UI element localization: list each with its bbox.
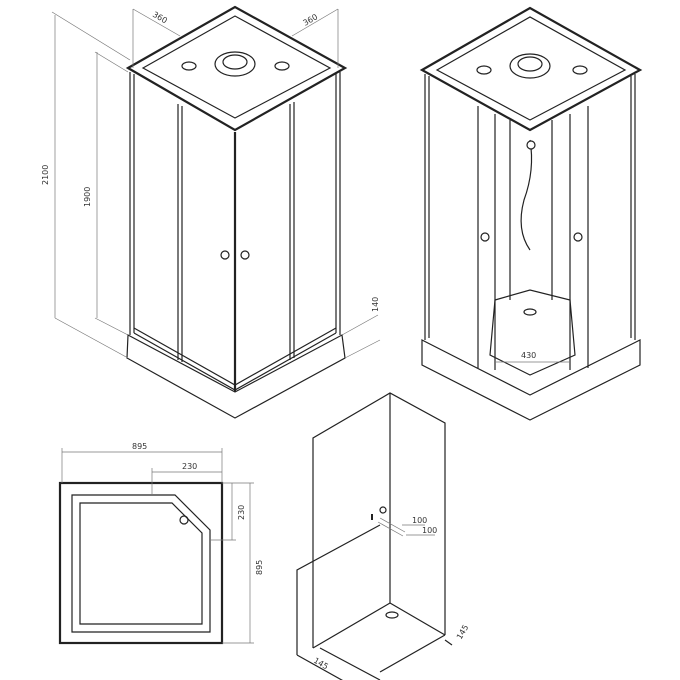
dim-140: 140 bbox=[371, 297, 380, 312]
roof-outline bbox=[125, 5, 348, 132]
speaker-icon bbox=[274, 61, 290, 71]
shower-tray bbox=[421, 339, 641, 421]
tray-outline bbox=[58, 481, 224, 645]
drain-icon bbox=[385, 611, 399, 619]
door-handle-left bbox=[480, 232, 490, 242]
dim-2100: 2100 bbox=[41, 165, 50, 185]
tray-floor bbox=[489, 289, 576, 376]
dim-430: 430 bbox=[521, 351, 536, 360]
dim-100-b: 100 bbox=[422, 526, 437, 535]
door-handle-right bbox=[573, 232, 583, 242]
installation-view: 100 100 145 145 bbox=[296, 392, 470, 680]
dim-230-right: 230 bbox=[237, 505, 246, 520]
dim-895-top: 895 bbox=[132, 442, 147, 451]
dim-100-a: 100 bbox=[412, 516, 427, 525]
shower-hose bbox=[520, 139, 533, 251]
door-handle-left bbox=[220, 250, 230, 260]
shower-head-icon bbox=[526, 140, 536, 150]
tray-plan-view: 895 230 230 895 bbox=[58, 442, 264, 645]
dim-145-right: 145 bbox=[455, 623, 470, 641]
speaker-icon bbox=[476, 65, 492, 75]
speaker-icon bbox=[181, 61, 197, 71]
dim-145-left: 145 bbox=[312, 656, 330, 671]
tray-basin bbox=[79, 502, 203, 625]
dim-360-left: 360 bbox=[151, 10, 169, 25]
roof-inner bbox=[141, 15, 332, 119]
dim-230-top: 230 bbox=[182, 462, 197, 471]
rain-shower-icon bbox=[214, 51, 256, 77]
cabin-open-view: 430 bbox=[419, 6, 643, 421]
water-outlet-icon bbox=[379, 506, 387, 514]
roof-outline bbox=[419, 6, 643, 132]
dim-895-right: 895 bbox=[255, 560, 264, 575]
drain-icon bbox=[523, 308, 537, 316]
door-handle-right bbox=[240, 250, 250, 260]
drain-icon bbox=[179, 515, 189, 525]
mixer-outlet-icon bbox=[371, 514, 373, 520]
rain-shower-icon bbox=[509, 53, 551, 79]
speaker-icon bbox=[572, 65, 588, 75]
dim-1900: 1900 bbox=[83, 187, 92, 207]
cabin-closed-view: 2100 1900 360 360 140 bbox=[41, 5, 381, 419]
